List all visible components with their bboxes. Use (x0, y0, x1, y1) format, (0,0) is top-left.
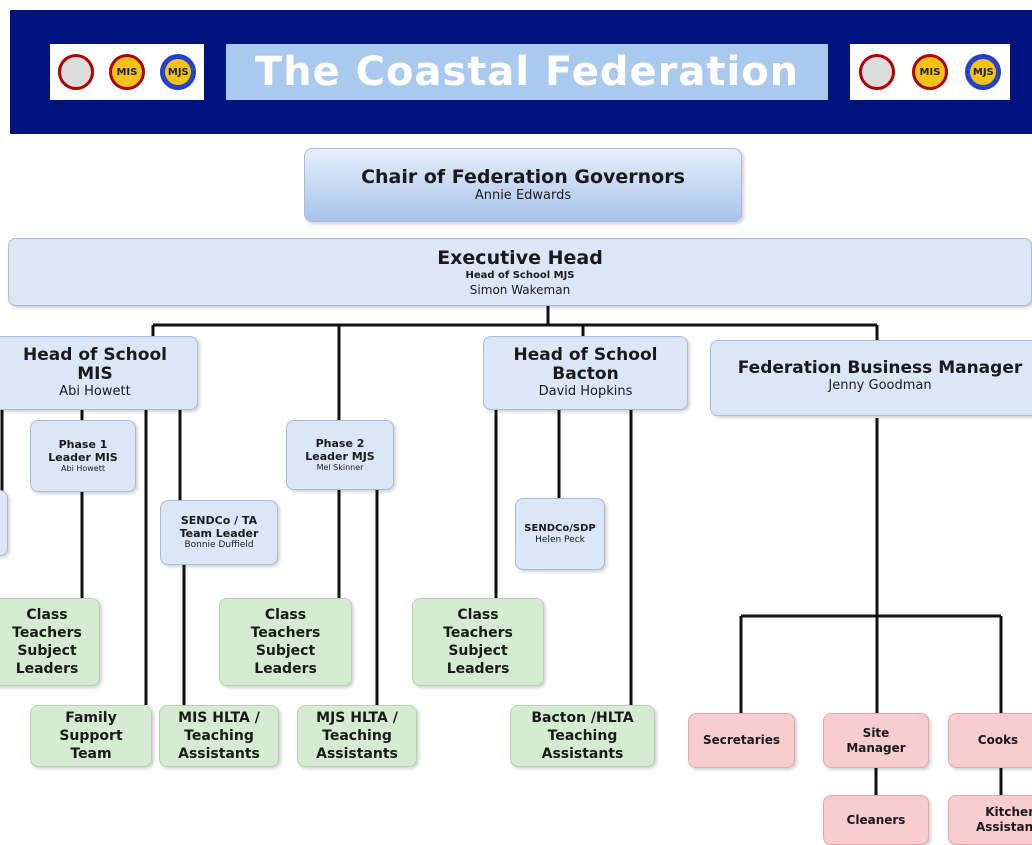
family-support-team-box: Family Support Team (30, 705, 152, 767)
cut-off-box (0, 490, 8, 556)
ct-mis-l1: Class (26, 607, 68, 623)
ct-mis-l2: Teachers (12, 625, 82, 641)
chair-of-governors-box: Chair of Federation Governors Annie Edwa… (304, 148, 742, 222)
logo-group-left: MIS MJS (50, 44, 204, 100)
head-mis-title1: Head of School (23, 345, 167, 365)
mis-hlta-l1: MIS HLTA / (178, 710, 260, 726)
sendco-mis-line2: Team Leader (179, 527, 259, 540)
fbm-title: Federation Business Manager (737, 358, 1023, 378)
site-manager-l2: Manager (846, 740, 906, 755)
cooks-label: Cooks (977, 733, 1019, 747)
sendco-mis-line1: SENDCo / TA (180, 514, 258, 527)
kitchen-l1: Kitchen (985, 805, 1032, 819)
phase2-line1: Phase 2 (315, 437, 365, 450)
phase2-line2: Leader MJS (305, 450, 375, 463)
phase1-line2: Leader MIS (48, 451, 118, 464)
ct-mjs-l1: Class (264, 607, 307, 623)
head-mis-name: Abi Howett (59, 384, 131, 399)
sendco-mis-box: SENDCo / TA Team Leader Bonnie Duffield (160, 500, 278, 565)
phase2-name: Mel Skinner (316, 463, 364, 472)
mis-hlta-l3: Assistants (178, 746, 260, 762)
federation-title: The Coastal Federation (226, 44, 828, 100)
mjs-hlta-l1: MJS HLTA / (316, 710, 398, 726)
mjs-logo-icon: MJS (160, 54, 197, 90)
fs-l2: Support (59, 728, 123, 744)
cleaners-box: Cleaners (823, 795, 929, 845)
phase1-name: Abi Howett (61, 464, 105, 473)
head-bacton-title2: Bacton (552, 364, 619, 384)
mjs-hlta-l3: Assistants (316, 746, 398, 762)
bacton-hlta-l3: Assistants (541, 746, 624, 762)
bacton-hlta-l1: Bacton /HLTA (531, 710, 634, 726)
phase1-line1: Phase 1 (58, 438, 108, 451)
head-of-school-bacton-box: Head of School Bacton David Hopkins (483, 336, 688, 410)
ct-mis-l4: Leaders (15, 661, 79, 677)
head-bacton-name: David Hopkins (538, 384, 633, 399)
ct-mjs-l2: Teachers (250, 625, 321, 641)
kitchen-assistants-box: Kitchen Assistants (948, 795, 1032, 845)
head-of-school-mis-box: Head of School MIS Abi Howett (0, 336, 198, 410)
ct-mis-l3: Subject (17, 643, 77, 659)
sendco-bacton-line1: SENDCo/SDP (524, 523, 596, 534)
mis-logo-icon: MIS (911, 54, 948, 90)
mjs-logo-icon: MJS (965, 54, 1002, 90)
fbm-name: Jenny Goodman (828, 378, 932, 393)
exec-subtitle: Head of School MJS (465, 269, 575, 281)
kitchen-l2: Assistants (975, 820, 1032, 834)
exec-name: Simon Wakeman (469, 282, 571, 297)
mis-logo-icon: MIS (108, 54, 145, 90)
mjs-hlta-l2: Teaching (322, 728, 392, 744)
logo-group-right: MIS MJS (850, 44, 1010, 100)
cleaners-label: Cleaners (846, 812, 906, 827)
ct-mjs-l4: Leaders (254, 661, 317, 677)
phase2-leader-box: Phase 2 Leader MJS Mel Skinner (286, 420, 394, 490)
chair-title: Chair of Federation Governors (361, 166, 685, 188)
bacton-hlta-l2: Teaching (547, 728, 618, 744)
ct-bacton-l1: Class (457, 607, 499, 623)
fs-l1: Family (65, 710, 117, 726)
secretaries-label: Secretaries (702, 733, 781, 747)
fs-l3: Team (70, 746, 112, 762)
sendco-mis-name: Bonnie Duffield (184, 540, 254, 550)
sendco-bacton-box: SENDCo/SDP Helen Peck (515, 498, 605, 570)
exec-title: Executive Head (437, 246, 603, 269)
cooks-box: Cooks (948, 713, 1032, 768)
ct-bacton-l3: Subject (448, 643, 508, 659)
phase1-leader-box: Phase 1 Leader MIS Abi Howett (30, 420, 136, 492)
ct-mjs-l3: Subject (255, 643, 316, 659)
ct-bacton-l2: Teachers (443, 625, 513, 641)
secretaries-box: Secretaries (688, 713, 795, 768)
site-manager-box: Site Manager (823, 713, 929, 768)
crest-logo-icon (858, 54, 895, 90)
chair-name: Annie Edwards (474, 188, 572, 203)
mis-hlta-box: MIS HLTA / Teaching Assistants (159, 705, 279, 767)
site-manager-l1: Site (862, 725, 890, 740)
executive-head-box: Executive Head Head of School MJS Simon … (8, 238, 1032, 306)
class-teachers-bacton-box: Class Teachers Subject Leaders (412, 598, 544, 686)
head-bacton-title1: Head of School (513, 345, 658, 365)
sendco-bacton-name: Helen Peck (535, 535, 585, 545)
crest-logo-icon (57, 54, 94, 90)
business-manager-box: Federation Business Manager Jenny Goodma… (710, 340, 1032, 416)
mis-hlta-l2: Teaching (184, 728, 254, 744)
ct-bacton-l4: Leaders (446, 661, 510, 677)
class-teachers-mis-box: Class Teachers Subject Leaders (0, 598, 100, 686)
head-mis-title2: MIS (77, 364, 113, 384)
mjs-hlta-box: MJS HLTA / Teaching Assistants (297, 705, 417, 767)
bacton-hlta-box: Bacton /HLTA Teaching Assistants (510, 705, 655, 767)
class-teachers-mjs-box: Class Teachers Subject Leaders (219, 598, 352, 686)
